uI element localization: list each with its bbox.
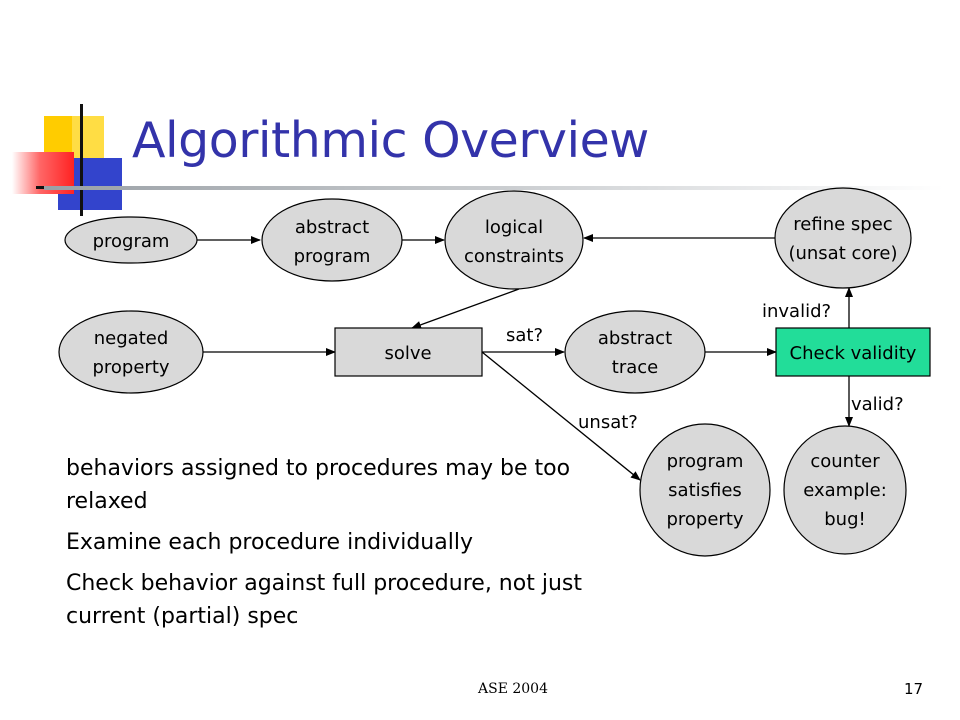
node-label: property — [92, 357, 169, 378]
node-check-validity: Check validity — [775, 327, 931, 377]
node-label: program — [93, 231, 170, 252]
bullet-item: behaviors assigned to procedures may be … — [66, 456, 571, 514]
svg-text:program: program — [667, 451, 744, 472]
svg-text:program: program — [93, 231, 170, 252]
node-label: negated — [94, 328, 169, 349]
edge-label-unsat: unsat? — [578, 412, 638, 433]
node-label: program — [667, 451, 744, 472]
bullet-list: behaviors assigned to procedures may be … — [66, 452, 586, 641]
svg-text:constraints: constraints — [464, 246, 564, 267]
node-label: counter — [810, 451, 880, 472]
svg-text:abstract: abstract — [598, 328, 672, 349]
node-abstract-trace: abstract trace — [564, 310, 706, 394]
node-label: satisfies — [668, 480, 742, 501]
node-label: (unsat core) — [788, 243, 897, 264]
title-underline — [44, 186, 944, 190]
svg-text:negated: negated — [94, 328, 169, 349]
node-label: example: — [803, 480, 887, 501]
svg-text:refine spec: refine spec — [793, 214, 892, 235]
node-abstract-program: abstract program — [261, 198, 403, 282]
footer-text: ASE 2004 — [478, 681, 548, 697]
slide-title: Algorithmic Overview — [132, 112, 649, 169]
deco-vertical-line — [80, 104, 83, 216]
page-number: 17 — [904, 680, 924, 698]
edge-solve-to-program-satisfies — [481, 351, 641, 481]
svg-text:abstract: abstract — [295, 217, 369, 238]
bullet-item: Examine each procedure individually — [66, 530, 473, 555]
svg-text:solve: solve — [384, 343, 431, 364]
svg-text:bug!: bug! — [824, 509, 865, 530]
node-label: Check validity — [790, 343, 917, 364]
node-program-satisfies-property: program satisfies property — [639, 423, 771, 557]
svg-text:satisfies: satisfies — [668, 480, 742, 501]
edge-label-sat: sat? — [506, 325, 543, 346]
node-label: property — [666, 509, 743, 530]
node-label: logical — [485, 217, 543, 238]
svg-text:counter: counter — [810, 451, 880, 472]
node-solve: solve — [334, 327, 483, 377]
node-label: refine spec — [793, 214, 892, 235]
svg-text:property: property — [666, 509, 743, 530]
edge-logical-constraints-to-solve — [411, 288, 520, 329]
edges — [197, 234, 853, 481]
svg-text:(unsat core): (unsat core) — [788, 243, 897, 264]
node-label: trace — [612, 357, 658, 378]
node-program: program — [64, 216, 198, 264]
bullet-item: Check behavior against full procedure, n… — [66, 571, 582, 629]
svg-text:trace: trace — [612, 357, 658, 378]
node-label: abstract — [598, 328, 672, 349]
svg-text:program: program — [294, 246, 371, 267]
svg-text:example:: example: — [803, 480, 887, 501]
node-label: bug! — [824, 509, 865, 530]
node-label: constraints — [464, 246, 564, 267]
node-logical-constraints: logical constraints — [444, 190, 584, 290]
node-counter-example: counter example: bug! — [783, 425, 907, 555]
svg-text:Check validity: Check validity — [790, 343, 917, 364]
svg-text:property: property — [92, 357, 169, 378]
edge-label-valid: valid? — [851, 394, 904, 415]
node-label: program — [294, 246, 371, 267]
node-negated-property: negated property — [58, 310, 204, 394]
edge-label-invalid: invalid? — [762, 301, 831, 322]
node-label: abstract — [295, 217, 369, 238]
node-label: solve — [384, 343, 431, 364]
node-refine-spec: refine spec (unsat core) — [774, 187, 912, 289]
svg-text:logical: logical — [485, 217, 543, 238]
